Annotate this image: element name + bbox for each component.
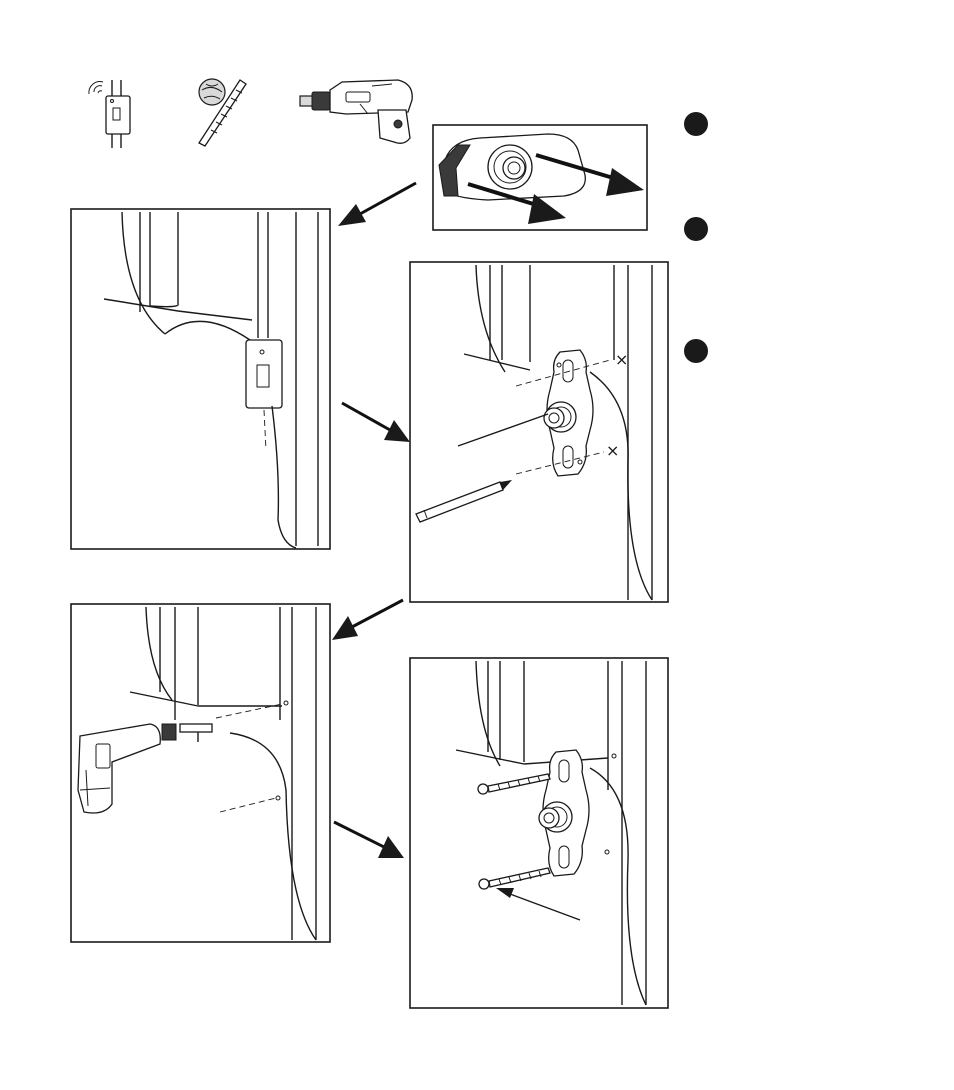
wall-switch-tool xyxy=(89,80,130,148)
x-mark-top: × xyxy=(615,350,628,369)
arrow-to-panel-4 xyxy=(334,822,404,858)
inset-button-removal xyxy=(433,125,647,230)
power-drill-tool xyxy=(300,80,412,143)
step-marker-1 xyxy=(684,112,708,136)
panel-3-drill-holes xyxy=(71,604,330,942)
arrow-to-panel-1 xyxy=(338,183,416,226)
step-marker-3 xyxy=(684,339,708,363)
drill-bit-tool xyxy=(199,79,246,146)
step-markers xyxy=(684,112,708,363)
panel-1-wall-control xyxy=(71,209,330,549)
panel-4-mount-screws xyxy=(410,658,668,1008)
arrow-to-panel-2 xyxy=(342,403,410,442)
step-marker-2 xyxy=(684,217,708,241)
arrow-to-panel-3 xyxy=(332,600,403,640)
panel-2-mark-holes: × × xyxy=(410,262,668,602)
x-mark-bottom: × xyxy=(606,441,619,460)
